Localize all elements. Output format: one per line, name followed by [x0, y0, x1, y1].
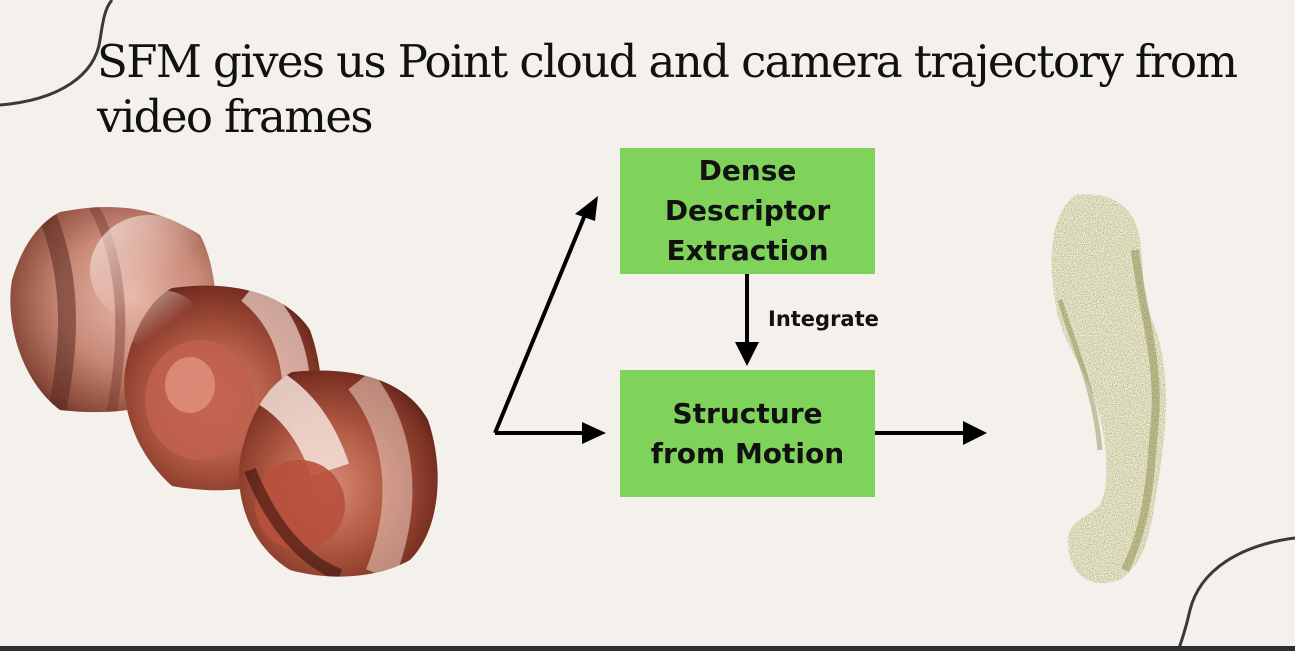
arrowhead-right-cloud	[963, 421, 987, 445]
bottom-bar	[0, 646, 1295, 651]
slide-title: SFM gives us Point cloud and camera traj…	[97, 35, 1238, 143]
arrowhead-down	[735, 342, 759, 366]
video-frame-1	[10, 206, 217, 413]
dense-descriptor-node: Dense Descriptor Extraction	[620, 148, 875, 274]
arrowhead-up	[575, 196, 598, 221]
video-frame-3	[239, 370, 438, 577]
point-cloud-shape	[1051, 194, 1166, 584]
arrow-to-dense	[493, 209, 589, 434]
integrate-edge-label: Integrate	[768, 307, 879, 331]
point-cloud-density	[1057, 249, 1160, 572]
arrowhead-right-sfm	[582, 422, 606, 444]
structure-from-motion-node: Structure from Motion	[620, 370, 875, 497]
